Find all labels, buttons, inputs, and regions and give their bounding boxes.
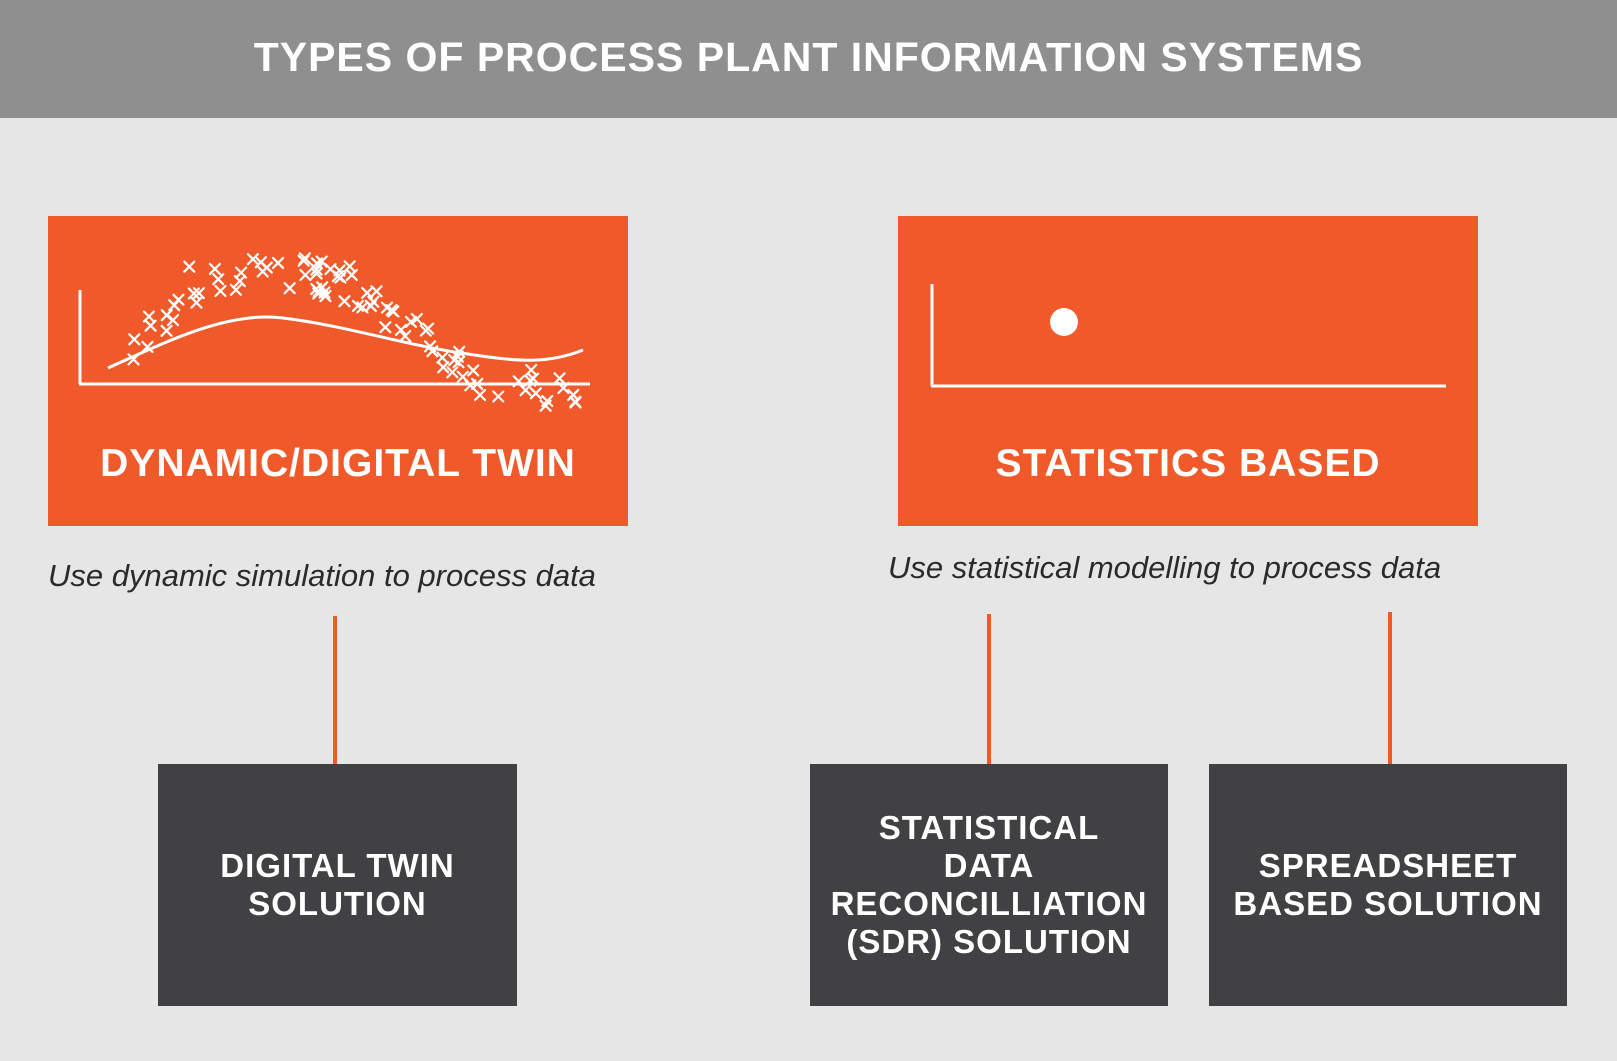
- statistics-based-caption: Use statistical modelling to process dat…: [888, 550, 1442, 585]
- spreadsheet-solution-label: SPREADSHEET BASED SOLUTION: [1233, 847, 1543, 922]
- dynamic-twin-card: DYNAMIC/DIGITAL TWIN: [48, 216, 628, 526]
- header-bar: TYPES OF PROCESS PLANT INFORMATION SYSTE…: [0, 0, 1617, 118]
- scatter-trend-icon: [78, 252, 590, 412]
- sdr-solution-label: STATISTICAL DATA RECONCILLIATION (SDR) S…: [830, 809, 1148, 960]
- single-point-icon: [930, 284, 1446, 388]
- connector-line-sdr: [987, 614, 991, 803]
- dynamic-twin-label: DYNAMIC/DIGITAL TWIN: [100, 442, 576, 485]
- digital-twin-solution-label: DIGITAL TWIN SOLUTION: [220, 847, 455, 922]
- digital-twin-solution-box: DIGITAL TWIN SOLUTION: [158, 764, 517, 1006]
- sdr-solution-box: STATISTICAL DATA RECONCILLIATION (SDR) S…: [810, 764, 1168, 1006]
- spreadsheet-solution-box: SPREADSHEET BASED SOLUTION: [1209, 764, 1567, 1006]
- dynamic-twin-caption: Use dynamic simulation to process data: [48, 558, 596, 593]
- page-title: TYPES OF PROCESS PLANT INFORMATION SYSTE…: [253, 33, 1364, 80]
- statistics-based-card: STATISTICS BASED: [898, 216, 1478, 526]
- connector-line-digital-twin: [333, 616, 337, 803]
- connector-line-spreadsheet: [1388, 612, 1392, 803]
- statistics-based-label: STATISTICS BASED: [995, 442, 1381, 485]
